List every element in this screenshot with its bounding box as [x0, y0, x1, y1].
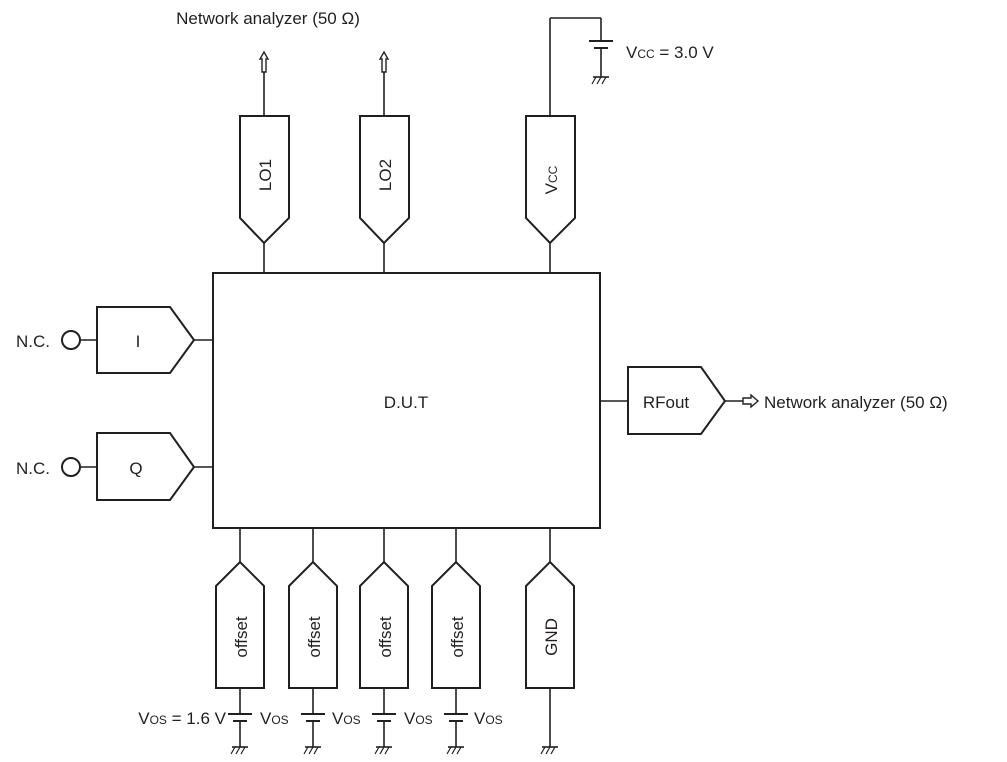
supply-label: VCC = 3.0 V	[626, 43, 714, 62]
nc-terminal-icon	[61, 457, 81, 477]
svg-text:offset: offset	[232, 616, 251, 658]
pin-label-rfout: RFout	[643, 393, 690, 412]
svg-text:offset: offset	[305, 616, 324, 658]
output-arrow-icon	[378, 50, 390, 73]
pin-label-lo1: LO1	[256, 159, 275, 191]
pin-rfout: RFout Network analyzer (50 Ω)	[600, 366, 948, 435]
nc-terminal-icon	[61, 330, 81, 350]
pin-offset-4: offset	[431, 528, 481, 755]
output-arrow-icon	[258, 50, 270, 73]
right-network-analyzer-label: Network analyzer (50 Ω)	[764, 393, 948, 412]
pin-i: N.C. I	[16, 306, 213, 374]
pin-label-q: Q	[129, 459, 142, 478]
nc-label: N.C.	[16, 332, 50, 351]
pin-lo2: LO2	[359, 50, 410, 273]
dut-box	[212, 272, 601, 529]
svg-text:offset: offset	[448, 616, 467, 658]
pin-offset-3: offset	[359, 528, 409, 755]
pin-vcc: VCC = 3.0 V VCC	[525, 17, 714, 273]
pin-label-lo2: LO2	[376, 159, 395, 191]
pin-offset-1: offset	[215, 528, 265, 755]
vos-label-3: VOS	[332, 709, 361, 728]
output-arrow-icon	[742, 393, 760, 409]
pin-label-vcc: VCC	[542, 165, 561, 194]
vos-label-1: VOS = 1.6 V	[138, 709, 226, 728]
vos-label-2: VOS	[260, 709, 289, 728]
pin-label-i: I	[136, 332, 141, 351]
vos-label-4: VOS	[404, 709, 433, 728]
top-network-analyzer-label: Network analyzer (50 Ω)	[176, 9, 360, 28]
pin-q: N.C. Q	[16, 432, 213, 501]
pin-lo1: LO1	[239, 50, 290, 273]
nc-label: N.C.	[16, 459, 50, 478]
dut-label: D.U.T	[384, 393, 428, 412]
pin-offset-2: offset	[288, 528, 338, 755]
svg-text:offset: offset	[376, 616, 395, 658]
pin-gnd: GND	[525, 528, 575, 755]
vos-label-5: VOS	[474, 709, 503, 728]
svg-text:GND: GND	[542, 618, 561, 656]
